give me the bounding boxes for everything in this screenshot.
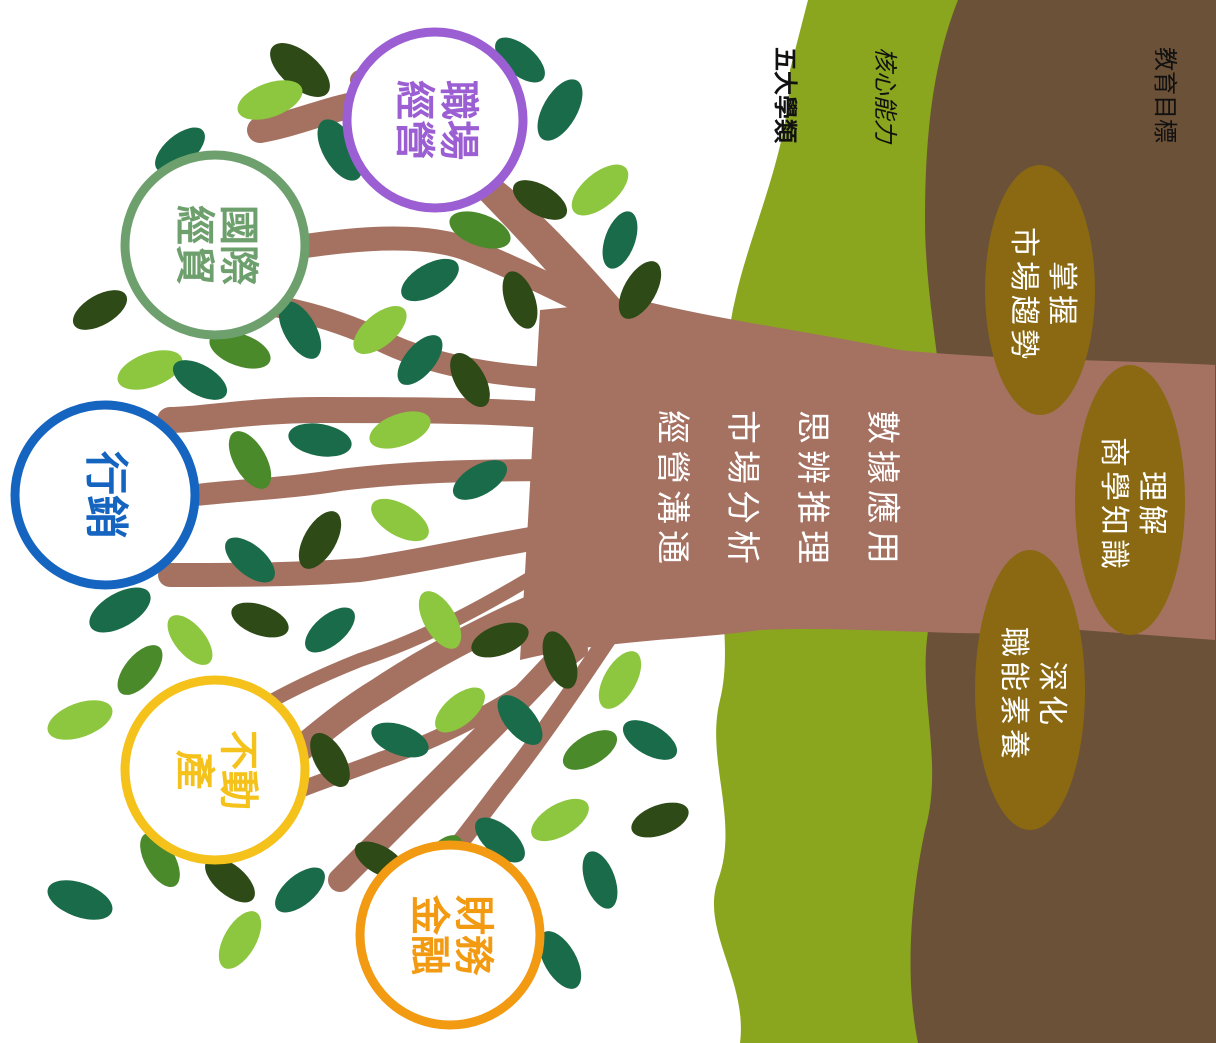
goal-professional-literacy-line-2: 職能素養 <box>996 627 1031 763</box>
category-workplace-line-1: 職場 <box>435 80 481 160</box>
category-circles <box>10 27 545 1030</box>
category-label-realestate: 不動 產 <box>170 690 261 850</box>
category-marketing-line-1: 行銷 <box>80 451 131 539</box>
goal-business-knowledge-line-1: 理解 <box>1134 471 1169 539</box>
goal-business-knowledge-line-2: 商學知識 <box>1096 437 1131 573</box>
circle-finance <box>355 840 545 1030</box>
circle-workplace <box>342 27 528 213</box>
category-label-international: 國際 經貿 <box>170 165 261 325</box>
category-label-workplace: 職場 經營 <box>390 40 481 200</box>
circle-international <box>120 150 310 340</box>
category-realestate-line-2: 產 <box>171 750 217 790</box>
circle-realestate <box>120 675 310 865</box>
goal-label-professional-literacy: 深化 職能素養 <box>990 605 1070 785</box>
goal-label-business-knowledge: 理解 商學知識 <box>1090 415 1170 595</box>
core-ability-market-analysis: 市場分析 <box>722 410 762 570</box>
stratum-label-core-abilities: 核心能力 <box>871 47 899 143</box>
category-workplace-line-2: 經營 <box>391 80 437 160</box>
goal-oval-professional-literacy <box>975 550 1085 830</box>
goal-oval-business-knowledge <box>1075 365 1185 635</box>
core-ability-data-application: 數據應用 <box>862 410 902 570</box>
leaves <box>47 35 689 989</box>
goal-ovals <box>975 165 1185 830</box>
goal-market-trends-line-1: 掌握 <box>1044 261 1079 329</box>
goal-market-trends-line-2: 市場趨勢 <box>1006 227 1041 363</box>
goal-professional-literacy-line-1: 深化 <box>1034 661 1069 729</box>
core-ability-communication: 經營溝通 <box>652 410 692 570</box>
category-realestate-line-1: 不動 <box>215 730 261 810</box>
circle-marketing <box>10 400 200 590</box>
category-label-marketing: 行銷 <box>80 415 131 575</box>
goal-oval-market-trends <box>985 165 1095 415</box>
goal-label-market-trends: 掌握 市場趨勢 <box>1000 205 1080 385</box>
category-international-line-2: 經貿 <box>171 205 217 285</box>
stratum-label-five-categories: 五大學類 <box>771 47 800 143</box>
category-label-finance: 財務 金融 <box>405 855 496 1015</box>
category-finance-line-1: 財務 <box>450 895 496 975</box>
category-finance-line-2: 金融 <box>406 895 452 975</box>
core-ability-reasoning: 思辨推理 <box>792 410 832 570</box>
stratum-label-education-goals: 教育目標 <box>1151 47 1179 143</box>
category-international-line-1: 國際 <box>215 205 261 285</box>
